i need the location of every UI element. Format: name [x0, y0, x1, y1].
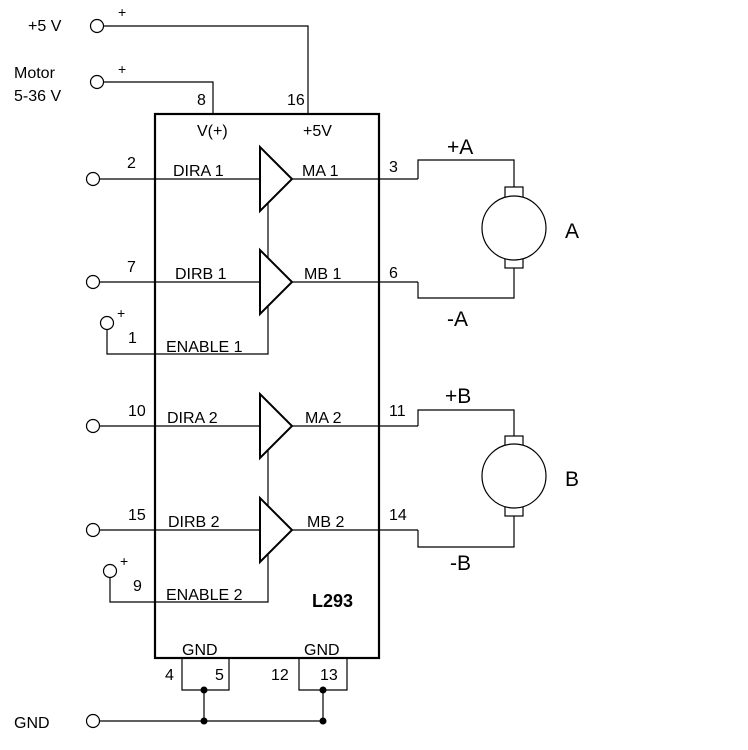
pin-number-13: 13	[320, 667, 338, 684]
motor-a-armature	[481, 195, 547, 261]
chip-ma1-label: MA 1	[302, 163, 339, 180]
motor-a-name: A	[565, 220, 579, 243]
pin-number-14: 14	[389, 507, 407, 524]
pin-number-15: 15	[128, 507, 146, 524]
motor-b-neg-label: -B	[450, 552, 471, 575]
motor-a-pos-label: +A	[447, 136, 473, 159]
enable1-plus: +	[117, 305, 125, 321]
pin-number-4: 4	[165, 667, 174, 684]
driver-amp-4	[259, 495, 294, 565]
motor-a-neg-label: -A	[447, 308, 468, 331]
chip-dira1-label: DIRA 1	[173, 163, 224, 180]
junction-dot-gnd-b	[319, 686, 327, 694]
wire-motor-a-neg	[417, 268, 515, 299]
pin-number-10: 10	[128, 403, 146, 420]
pin-number-11: 11	[389, 403, 406, 420]
pin-number-16: 16	[287, 92, 305, 109]
chip-part-number: L293	[312, 591, 353, 611]
wire-motor-b-pos	[417, 409, 515, 436]
terminal-gnd[interactable]	[85, 713, 101, 729]
chip-enable2-label: ENABLE 2	[166, 587, 243, 604]
chip-gnd-label-left: GND	[182, 642, 218, 659]
pin-number-7: 7	[127, 259, 136, 276]
terminal-logic-supply[interactable]	[89, 18, 105, 34]
pin-number-3: 3	[389, 159, 398, 176]
l293-chip-body	[153, 112, 381, 660]
pin-number-9: 9	[133, 578, 142, 595]
chip-gnd-label-right: GND	[304, 642, 340, 659]
pin-number-8: 8	[197, 92, 206, 109]
wire-motor-a-pos	[417, 159, 515, 187]
chip-vplus-label: V(+)	[197, 123, 228, 140]
terminal-dirb1[interactable]	[85, 274, 101, 290]
chip-dirb2-label: DIRB 2	[168, 514, 220, 531]
driver-amp-2	[259, 247, 294, 317]
wire-logic-supply	[104, 25, 309, 114]
motor-a	[481, 186, 547, 269]
terminal-motor-supply[interactable]	[89, 74, 105, 90]
pin-number-6: 6	[389, 265, 398, 282]
logic-supply-label: +5 V	[28, 18, 62, 35]
pin-number-12: 12	[271, 667, 289, 684]
motor-supply-plus: +	[118, 61, 126, 77]
terminal-enable1[interactable]	[99, 315, 115, 331]
pin-number-5: 5	[215, 667, 224, 684]
junction-dot-gnd-bus-b	[319, 717, 327, 725]
chip-ma2-label: MA 2	[305, 410, 342, 427]
chip-dira2-label: DIRA 2	[167, 410, 218, 427]
chip-vcc-label: +5V	[303, 123, 332, 140]
chip-mb2-label: MB 2	[307, 514, 344, 531]
wire-motor-supply	[104, 81, 214, 114]
motor-supply-label-line2: 5-36 V	[14, 88, 61, 105]
pin-number-1: 1	[128, 330, 137, 347]
motor-b	[481, 435, 547, 517]
gnd-supply-label: GND	[14, 715, 50, 732]
pin-number-2: 2	[127, 155, 136, 172]
motor-b-pos-label: +B	[445, 385, 471, 408]
chip-enable1-label: ENABLE 1	[166, 339, 243, 356]
junction-dot-gnd-a	[200, 686, 208, 694]
terminal-dira2[interactable]	[85, 418, 101, 434]
terminal-enable2[interactable]	[102, 563, 118, 579]
enable2-plus: +	[120, 553, 128, 569]
terminal-dirb2[interactable]	[85, 522, 101, 538]
driver-amp-1	[259, 144, 294, 214]
junction-dot-gnd-bus-a	[200, 717, 208, 725]
motor-b-name: B	[565, 468, 579, 491]
motor-supply-label-line1: Motor	[14, 65, 56, 82]
wire-motor-b-neg	[417, 516, 515, 548]
logic-supply-plus: +	[118, 4, 126, 20]
driver-amp-3	[259, 391, 294, 461]
motor-b-armature	[481, 443, 547, 509]
terminal-dira1[interactable]	[85, 171, 101, 187]
chip-dirb1-label: DIRB 1	[175, 266, 227, 283]
chip-mb1-label: MB 1	[304, 266, 341, 283]
